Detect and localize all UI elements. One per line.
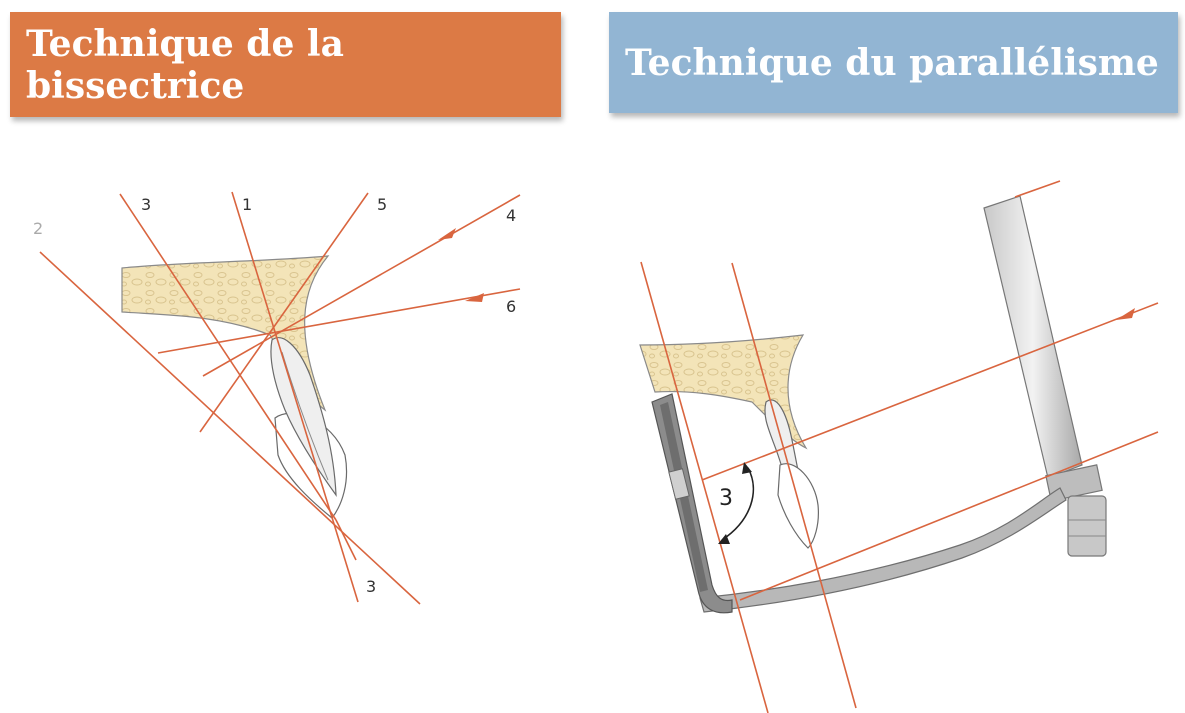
bisecting-line-5 xyxy=(199,192,369,433)
bisecting-label-5: 5 xyxy=(377,195,387,214)
bisecting-label-2: 2 xyxy=(33,219,43,238)
bisecting-line-1 xyxy=(231,191,359,603)
paralleling-angle-arc xyxy=(721,467,755,541)
bisecting-arrow-6 xyxy=(465,293,484,302)
paralleling-holder-knob xyxy=(1067,495,1107,557)
bisecting-line-4 xyxy=(202,194,521,377)
paralleling-angle-label: 3 xyxy=(719,486,733,511)
bisecting-label-3-bottom: 3 xyxy=(366,577,376,596)
paralleling-ray-upper xyxy=(701,302,1159,481)
paralleling-technique-title-text: Technique du parallélisme xyxy=(625,41,1159,84)
bisecting-label-4: 4 xyxy=(506,206,516,225)
paralleling-film-line xyxy=(640,261,769,713)
paralleling-tooth-axis-line xyxy=(731,262,857,709)
bisecting-arrow-4 xyxy=(438,228,456,240)
bisecting-label-6: 6 xyxy=(506,297,516,316)
bisecting-diagram: 3 1 5 4 6 2 3 xyxy=(33,191,521,605)
paralleling-tooth-crown xyxy=(777,463,819,549)
paralleling-film-clip xyxy=(668,468,690,500)
bisecting-line-6 xyxy=(157,288,521,354)
paralleling-diagram: 3 xyxy=(639,180,1159,713)
paralleling-technique-title: Technique du parallélisme xyxy=(609,12,1178,113)
bisecting-line-3 xyxy=(119,193,337,521)
bisecting-technique-title-text: Technique de la bissectrice xyxy=(26,22,344,107)
paralleling-bone xyxy=(639,334,808,450)
paralleling-angle-arrow-top xyxy=(742,462,752,474)
bisecting-line-2 xyxy=(39,251,421,605)
bisecting-bone xyxy=(121,255,330,412)
paralleling-ray-top xyxy=(1014,180,1061,198)
paralleling-ray-lower xyxy=(739,431,1159,601)
paralleling-holder-rod xyxy=(983,195,1083,479)
paralleling-angle-arrow-bottom xyxy=(718,534,730,544)
bisecting-line-3-lower xyxy=(335,519,357,561)
bisecting-technique-title: Technique de la bissectrice xyxy=(10,12,561,117)
bisecting-label-3-top: 3 xyxy=(141,195,151,214)
bisecting-label-1: 1 xyxy=(242,195,252,214)
paralleling-ray-arrow xyxy=(1116,308,1135,320)
